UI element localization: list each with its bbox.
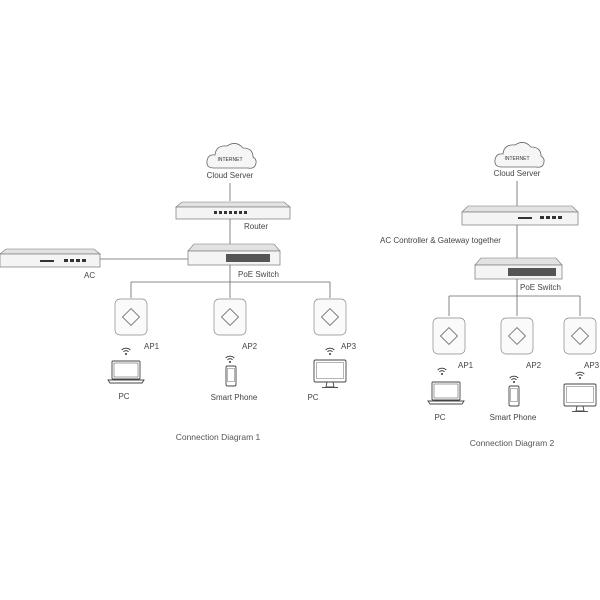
poe-switch-label: PoE Switch [520,283,561,292]
pc-label-2: PC [307,393,318,402]
wifi-icon [121,347,131,356]
ap3-label: AP3 [341,342,357,351]
gateway-label: AC Controller & Gateway together [380,236,501,245]
cloud-icon [206,143,257,169]
poe-switch-label: PoE Switch [238,270,279,279]
wifi-icon [575,371,585,380]
access-point-icon [213,298,247,336]
ac-device [0,248,101,268]
smart-phone-label: Smart Phone [490,413,537,422]
smart-phone-label: Smart Phone [211,393,258,402]
internet-label: INTERNET [218,157,243,163]
caption-diagram-2: Connection Diagram 2 [470,438,555,448]
cloud-icon [494,142,545,168]
laptop-icon [427,381,465,405]
poe-switch-device [187,243,281,266]
smartphone-icon [225,365,237,387]
access-point-icon [313,298,347,336]
ac-label: AC [84,271,95,280]
laptop-icon [107,360,145,384]
access-point-icon [114,298,148,336]
access-point-icon [500,317,534,355]
diagram-2: INTERNET Cloud Server AC Controller & Ga… [380,142,600,448]
desktop-monitor-icon [563,383,597,412]
router-label: Router [244,222,268,231]
ap2-label: AP2 [242,342,258,351]
access-point-icon [432,317,466,355]
desktop-monitor-icon [313,359,347,388]
caption-diagram-1: Connection Diagram 1 [176,432,261,442]
wifi-icon [225,355,235,364]
cloud-server-label: Cloud Server [494,169,541,178]
wifi-icon [437,367,447,376]
internet-label: INTERNET [505,156,530,162]
gateway-device [461,205,579,226]
wifi-icon [325,347,335,356]
pc-label: PC [434,413,445,422]
ap3-label: AP3 [584,361,600,370]
pc-label: PC [118,392,129,401]
access-point-icon [563,317,597,355]
ap1-label: AP1 [458,361,474,370]
diagram-1: INTERNET Cloud Server Router AC [0,143,357,442]
wifi-icon [509,375,519,384]
cloud-server-label: Cloud Server [207,171,254,180]
smartphone-icon [508,385,520,407]
poe-switch-device [474,257,563,280]
ap1-label: AP1 [144,342,160,351]
router-device [175,201,291,220]
ap2-label: AP2 [526,361,542,370]
